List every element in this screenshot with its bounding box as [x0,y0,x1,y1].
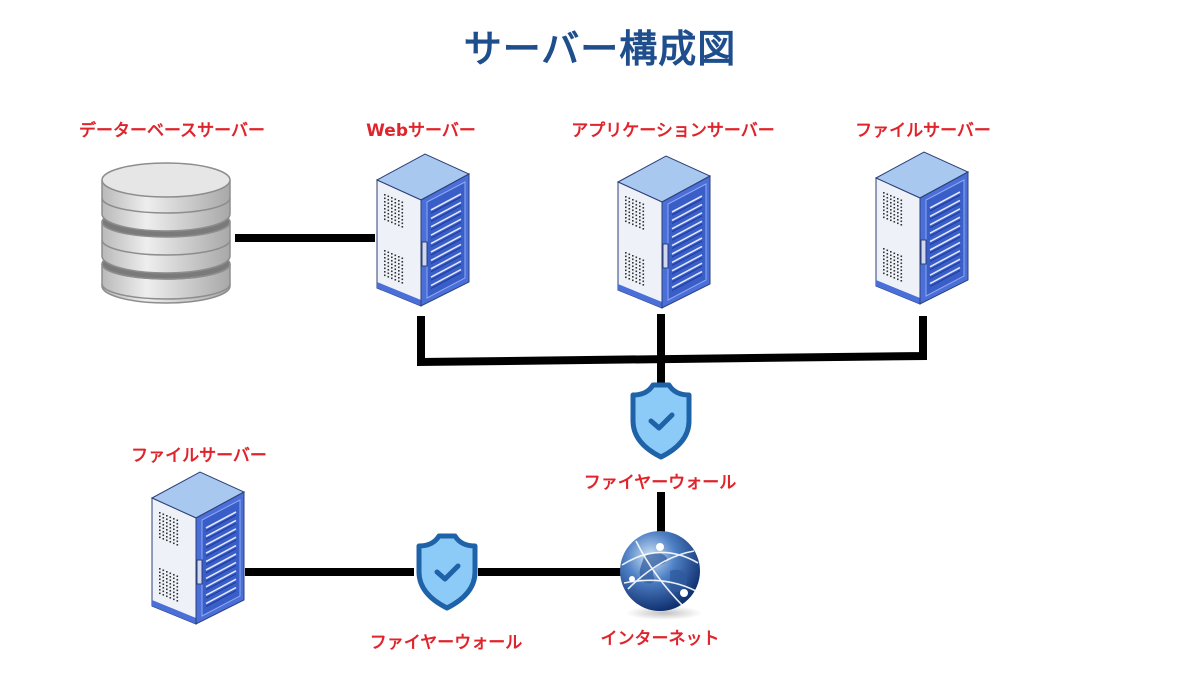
label-database-server: データーベースサーバー [79,121,265,141]
server-rack-icon-file-top [874,151,970,305]
label-app-server: アプリケーションサーバー [571,121,775,141]
label-firewall-top: ファイヤーウォール [583,473,737,493]
server-rack-icon-web [375,153,471,307]
label-file-server-top: ファイルサーバー [855,121,991,141]
globe-icon [620,531,702,620]
label-web-server: Webサーバー [366,121,476,141]
wire-servers-bus [417,316,927,367]
label-internet: インターネット [600,629,720,649]
server-rack-icon-app [616,155,712,309]
shield-check-icon-bottom [416,533,478,611]
server-rack-icon-file-bottom [150,471,246,625]
label-firewall-bottom: ファイヤーウォール [369,633,523,653]
database-icon [101,162,231,304]
shield-check-icon-top [630,382,692,460]
page-title: サーバー構成図 [463,27,737,71]
label-file-server-bottom: ファイルサーバー [131,446,267,466]
